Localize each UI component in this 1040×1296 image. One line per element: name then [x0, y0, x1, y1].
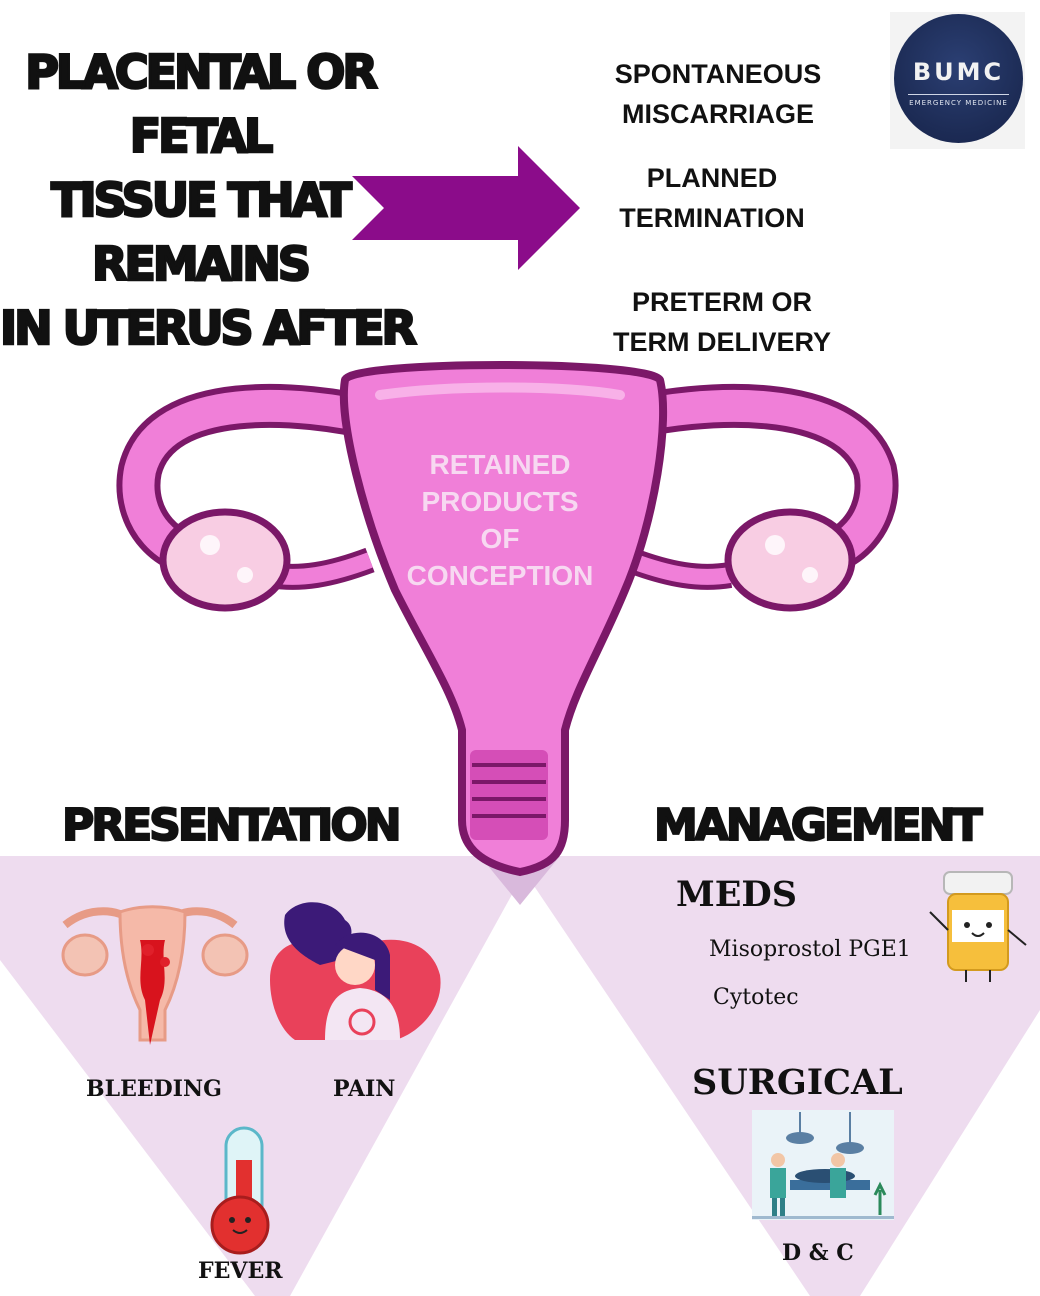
outcome-line: SPONTANEOUS: [614, 59, 822, 89]
outcome-delivery: PRETERM OR TERM DELIVERY: [600, 282, 844, 362]
dc-label: D & C: [782, 1240, 854, 1266]
uterus-label-line: CONCEPTION: [406, 560, 594, 591]
bleeding-label: BLEEDING: [86, 1076, 222, 1102]
outcome-line: TERM DELIVERY: [612, 327, 832, 357]
meds-heading: MEDS: [676, 874, 798, 915]
outcome-line: MISCARRIAGE: [621, 99, 814, 129]
uterus-illustration: [116, 361, 899, 877]
outcome-line: TERMINATION: [619, 203, 805, 233]
outcome-termination: PLANNED TERMINATION: [600, 158, 824, 238]
bleeding-uterus-icon: [61, 905, 249, 1045]
surgical-heading: SURGICAL: [692, 1062, 903, 1103]
outcome-line: PRETERM OR: [631, 287, 812, 317]
logo-subtitle: EMERGENCY MEDICINE: [909, 99, 1008, 107]
pain-label: PAIN: [333, 1076, 396, 1102]
logo-title: BUMC: [912, 58, 1005, 86]
uterus-label-line: PRODUCTS: [421, 486, 579, 517]
outcome-miscarriage: SPONTANEOUS MISCARRIAGE: [600, 54, 836, 134]
headline: PLACENTAL OR FETAL TISSUE THAT REMAINS I…: [0, 40, 418, 360]
med-item: Misoprostol PGE1: [709, 937, 911, 962]
med-item: Cytotec: [713, 985, 799, 1010]
thermometer-icon: [210, 1126, 270, 1255]
presentation-title: PRESENTATION: [61, 799, 403, 852]
uterus-label: RETAINED PRODUCTS OF CONCEPTION: [380, 446, 620, 594]
fever-label: FEVER: [198, 1258, 283, 1284]
uterus-label-line: RETAINED: [429, 449, 571, 480]
headline-line: REMAINS: [91, 236, 312, 293]
pain-woman-icon: [270, 902, 441, 1040]
headline-line: FETAL: [128, 108, 274, 165]
headline-line: PLACENTAL OR: [24, 44, 379, 101]
arrow-right-icon: [352, 146, 580, 270]
headline-line: IN UTERUS AFTER: [0, 300, 418, 357]
management-title: MANAGEMENT: [653, 799, 984, 852]
pill-bottle-icon: [929, 871, 1027, 982]
management-triangle: [520, 856, 1040, 1296]
outcome-line: PLANNED: [646, 163, 778, 193]
uterus-label-line: OF: [480, 523, 520, 554]
logo-circle: BUMC EMERGENCY MEDICINE: [894, 14, 1023, 143]
operating-room-icon: [752, 1110, 894, 1220]
headline-line: TISSUE THAT: [50, 172, 353, 229]
logo-divider: [908, 94, 1009, 95]
bumc-logo: BUMC EMERGENCY MEDICINE: [890, 12, 1025, 149]
